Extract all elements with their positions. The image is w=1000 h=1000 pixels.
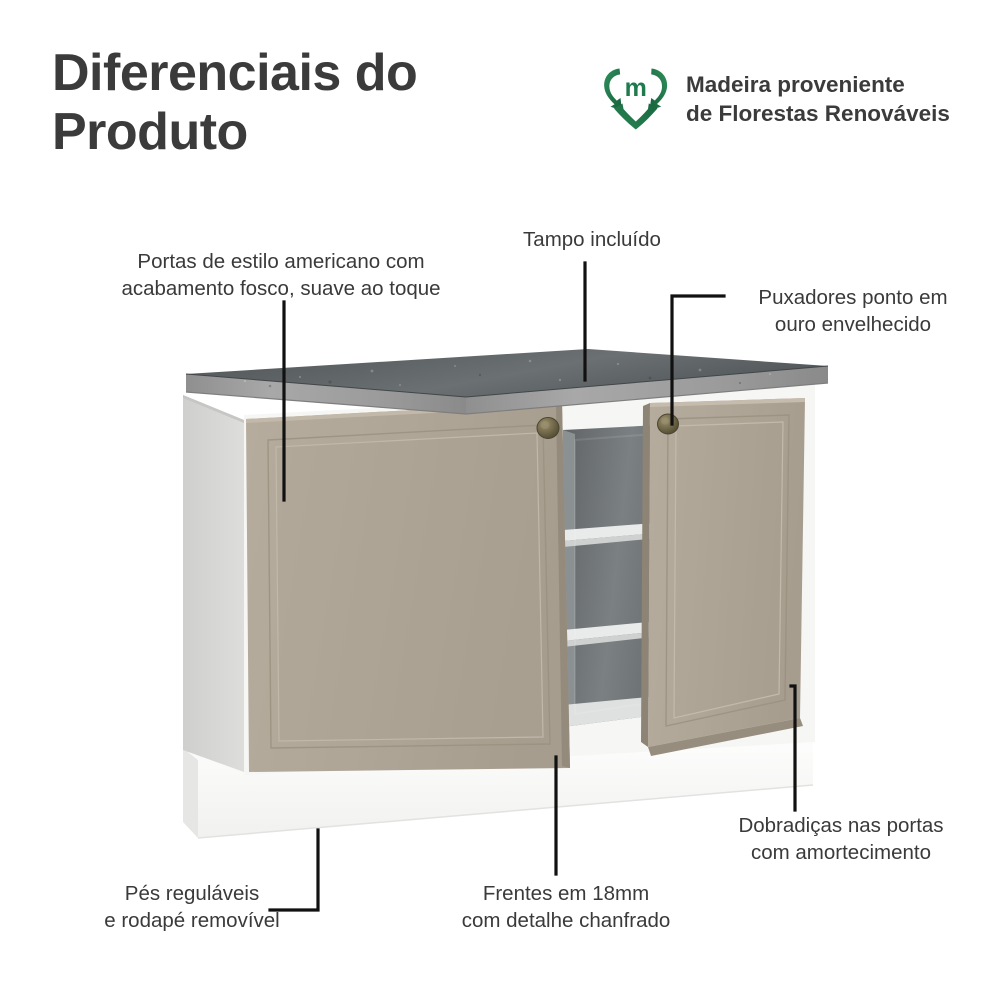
eco-badge-monogram: m xyxy=(625,74,647,102)
knob-right[interactable] xyxy=(657,413,679,435)
eco-badge-label: Madeira proveniente de Florestas Renováv… xyxy=(686,71,950,126)
callout-label-top: Tampo incluído xyxy=(523,228,661,251)
recycle-heart-icon: m xyxy=(600,62,672,137)
left-side-panel xyxy=(183,395,244,772)
open-door[interactable] xyxy=(641,398,805,756)
callout-label-hinges: Dobradiças nas portas com amortecimento xyxy=(738,814,944,865)
closed-door[interactable] xyxy=(246,402,570,772)
callout-label-fronts: Frentes em 18mm com detalhe chanfrado xyxy=(461,882,671,933)
knob-left[interactable] xyxy=(536,417,560,439)
eco-certification-badge: m Madeira proveniente de Florestas Renov… xyxy=(600,62,950,137)
callout-label-handles: Puxadores ponto em ouro envelhecido xyxy=(758,286,948,337)
page-title: Diferenciais do Produto xyxy=(52,44,418,161)
callout-label-feet: Pés reguláveis e rodapé removível xyxy=(104,882,280,933)
callout-label-doors: Portas de estilo americano com acabament… xyxy=(121,250,441,301)
